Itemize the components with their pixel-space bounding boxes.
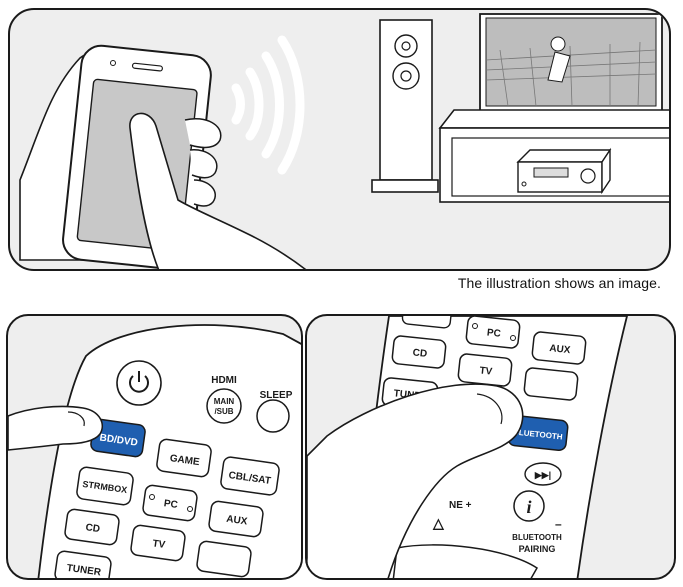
speaker-woofer: [392, 62, 420, 90]
tuner-label: TUNER: [66, 563, 102, 579]
tv-button[interactable]: TV: [457, 353, 513, 387]
zone-plus-label: NE +: [449, 500, 472, 511]
cd-button[interactable]: CD: [391, 335, 447, 369]
aux-button[interactable]: AUX: [208, 500, 264, 538]
sub-label: /SUB: [214, 407, 233, 416]
cd-label: CD: [412, 347, 428, 359]
aux-label: AUX: [226, 514, 249, 528]
pc-label: PC: [486, 327, 501, 339]
cd-label: CD: [85, 522, 101, 535]
power-button[interactable]: [116, 360, 162, 406]
bd-dvd-label: BD/DVD: [99, 433, 139, 449]
strmbox-button[interactable]: STRMBOX: [76, 466, 134, 506]
pc-label: PC: [163, 498, 178, 511]
tuner-button[interactable]: TUNER: [54, 550, 112, 580]
tv-label: TV: [479, 365, 493, 377]
info-icon: i: [526, 497, 531, 517]
skip-forward-button[interactable]: ▶▶|: [524, 462, 562, 486]
speaker-tweeter: [394, 34, 418, 58]
game-button[interactable]: GAME: [156, 438, 212, 478]
speaker-tower: [371, 19, 439, 193]
television: [479, 13, 663, 125]
sleep-label: SLEEP: [260, 390, 293, 401]
phone-speaker-slot: [131, 62, 163, 72]
aux-label: AUX: [549, 343, 571, 356]
power-icon: [129, 375, 149, 393]
wireless-signal-icon: [231, 35, 305, 175]
hdmi-main-sub-button[interactable]: MAIN /SUB: [206, 388, 242, 424]
main-label: MAIN: [214, 397, 235, 406]
remote-bluetooth-panel: PC AUX CD TV TUNER BLUETOOTH ▶▶|: [305, 314, 676, 580]
bd-dvd-button[interactable]: BD/DVD: [90, 418, 146, 458]
partial-button[interactable]: [401, 316, 453, 329]
pressing-finger: [8, 405, 104, 451]
sleep-button[interactable]: [256, 399, 290, 433]
blank-button[interactable]: [523, 367, 579, 401]
top-illustration-panel: [8, 8, 671, 271]
minus-label: –: [555, 517, 562, 531]
bluetooth-pairing-label-2: PAIRING: [519, 544, 556, 554]
navigation-ring[interactable]: [392, 544, 538, 580]
skip-forward-icon: ▶▶|: [534, 470, 551, 480]
pc-button[interactable]: PC: [465, 316, 521, 349]
cbl-sat-button[interactable]: CBL/SAT: [220, 456, 280, 496]
up-arrow-icon: △: [432, 515, 445, 531]
aux-button[interactable]: AUX: [531, 331, 587, 365]
pressing-thumb: [307, 383, 524, 578]
av-receiver: [516, 147, 612, 195]
hdmi-label: HDMI: [211, 375, 237, 386]
smartphone-to-speaker-scene: [19, 13, 669, 269]
tv-cabinet: [438, 109, 669, 203]
remote-input-selector-panel: HDMI MAIN /SUB SLEEP BD/DVD GAME CBL/SAT…: [6, 314, 303, 580]
bluetooth-pairing-label-1: BLUETOOTH: [512, 533, 562, 542]
pointing-finger: [129, 112, 307, 269]
tv-button[interactable]: TV: [130, 524, 186, 562]
info-button[interactable]: i: [513, 490, 545, 522]
remote-control-left: HDMI MAIN /SUB SLEEP BD/DVD GAME CBL/SAT…: [8, 324, 301, 580]
illustration-caption: The illustration shows an image.: [457, 275, 661, 291]
game-label: GAME: [169, 453, 201, 468]
pc-button[interactable]: PC: [142, 484, 198, 522]
cd-button[interactable]: CD: [64, 508, 120, 546]
remote-control-right: PC AUX CD TV TUNER BLUETOOTH ▶▶|: [307, 316, 628, 580]
tv-screen: [485, 17, 657, 107]
blank-button[interactable]: [196, 540, 252, 578]
tv-label: TV: [152, 538, 167, 551]
